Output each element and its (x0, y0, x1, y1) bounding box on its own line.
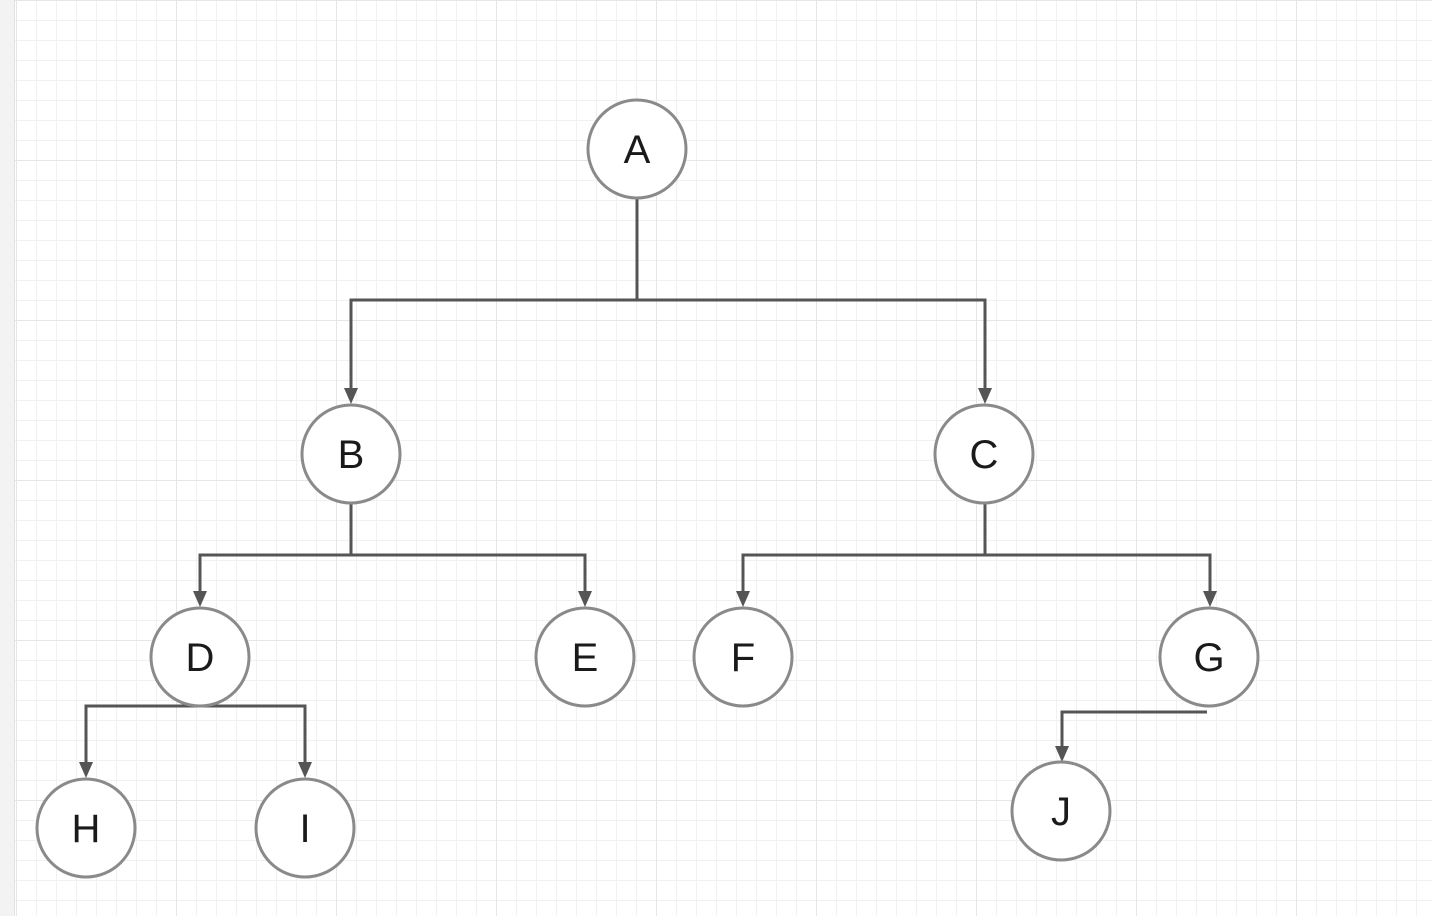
node-g-label: G (1193, 636, 1224, 680)
nodes-group: A B C D E F G H (35, 98, 1260, 879)
edge-g-j (1060, 710, 1207, 750)
arrowhead-g-j (1055, 746, 1069, 762)
node-g-circle (1158, 606, 1260, 708)
edge-a-c (637, 298, 987, 392)
canvas-left-edge (0, 0, 15, 916)
node-a[interactable]: A (586, 98, 688, 200)
node-d-circle (149, 606, 251, 708)
node-c[interactable]: C (933, 403, 1035, 505)
node-d-label: D (186, 636, 215, 680)
edge-c-g (985, 553, 1212, 595)
node-e-circle (534, 606, 636, 708)
node-b-circle (300, 403, 402, 505)
node-c-label: C (970, 433, 999, 477)
edge-b-e (351, 553, 587, 595)
arrowhead-b-e (578, 591, 592, 607)
node-f-label: F (731, 636, 755, 680)
node-a-label: A (624, 128, 651, 172)
arrowhead-a-b (344, 388, 358, 404)
arrowhead-c-f (736, 591, 750, 607)
node-j-circle (1010, 760, 1112, 862)
node-i-label: I (299, 807, 310, 851)
node-e[interactable]: E (534, 606, 636, 708)
node-c-circle (933, 403, 1035, 505)
edges-group (79, 198, 1217, 778)
node-f[interactable]: F (692, 606, 794, 708)
node-i[interactable]: I (254, 777, 356, 879)
node-h-label: H (72, 807, 101, 851)
edge-c-f (741, 503, 987, 595)
node-h[interactable]: H (35, 777, 137, 879)
edge-d-h (84, 704, 200, 766)
node-f-circle (692, 606, 794, 708)
node-j[interactable]: J (1010, 760, 1112, 862)
node-h-circle (35, 777, 137, 879)
node-d[interactable]: D (149, 606, 251, 708)
arrowhead-c-g (1203, 591, 1217, 607)
node-e-label: E (572, 636, 599, 680)
edge-a-b (349, 198, 639, 392)
node-a-circle (586, 98, 688, 200)
node-b-label: B (338, 433, 365, 477)
arrowhead-d-h (79, 762, 93, 778)
arrowhead-a-c (978, 388, 992, 404)
node-j-label: J (1051, 790, 1071, 834)
node-b[interactable]: B (300, 403, 402, 505)
edge-d-i (200, 704, 307, 766)
node-i-circle (254, 777, 356, 879)
arrowhead-d-i (298, 762, 312, 778)
arrowhead-b-d (193, 591, 207, 607)
edge-b-d (198, 503, 353, 595)
node-g[interactable]: G (1158, 606, 1260, 708)
